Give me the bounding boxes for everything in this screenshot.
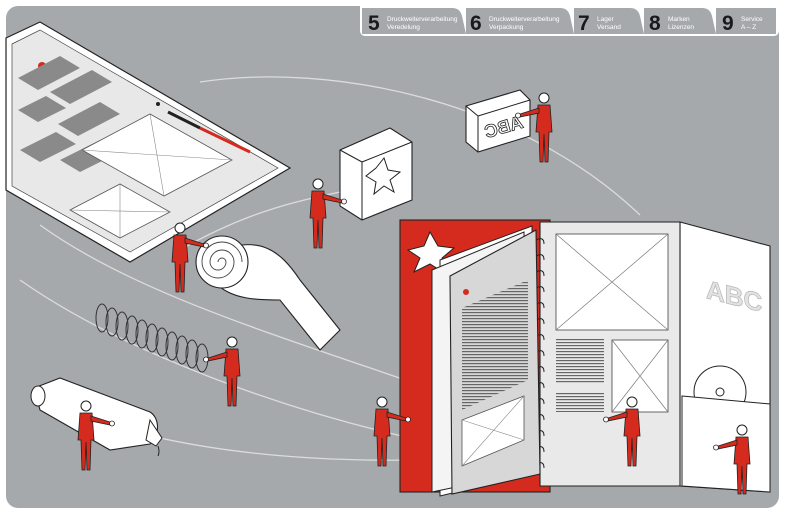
tab-chapter-6[interactable]: 6 Druckweiterverarbeitung Verpackung xyxy=(466,8,574,35)
tab-9-number: 9 xyxy=(722,12,734,35)
tab-7-number: 7 xyxy=(578,12,590,35)
tab-6-number: 6 xyxy=(470,12,482,35)
tab-5-subtitle-2: Veredelung xyxy=(387,24,420,31)
brochure-group: ABC xyxy=(400,220,770,496)
tab-7-subtitle-2: Versand xyxy=(597,24,621,31)
tab-8-number: 8 xyxy=(649,12,661,35)
tab-8-subtitle-1: Marken xyxy=(668,16,690,23)
tab-9-subtitle-1: Service xyxy=(741,16,763,23)
tab-6-subtitle-1: Druckweiterverarbeitung xyxy=(489,16,560,23)
tab-chapter-7[interactable]: 7 Lager Versand xyxy=(574,8,644,35)
tab-5-number: 5 xyxy=(368,12,380,35)
tab-6-subtitle-2: Verpackung xyxy=(489,24,524,31)
tab-7-subtitle-1: Lager xyxy=(597,16,614,23)
tab-9-subtitle-2: A – Z xyxy=(741,24,756,31)
tab-5-subtitle-1: Druckweiterverarbeitung xyxy=(387,16,458,23)
tab-chapter-8[interactable]: 8 Marken Lizenzen xyxy=(644,8,716,35)
tab-8-subtitle-2: Lizenzen xyxy=(668,24,694,31)
tab-chapter-5[interactable]: 5 Druckweiterverarbeitung Veredelung xyxy=(362,8,466,35)
tab-chapter-9[interactable]: 9 Service A – Z xyxy=(716,8,776,35)
chapter-tab-bar: 5 Druckweiterverarbeitung Veredelung 6 D… xyxy=(360,6,779,36)
